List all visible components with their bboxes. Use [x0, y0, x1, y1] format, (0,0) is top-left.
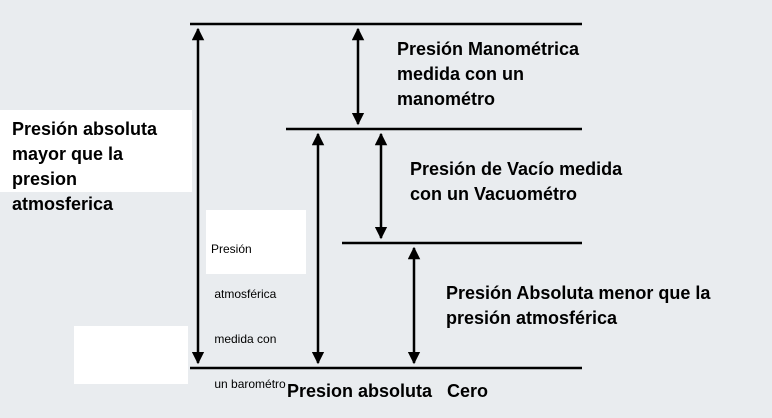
label-atmospheric-pressure-line4: un barométro — [211, 377, 286, 391]
label-gauge-pressure-line1: Presión Manométrica — [397, 39, 580, 59]
label-absolute-above-atm-line2: mayor que la — [12, 144, 124, 164]
label-vacuum-pressure: Presión de Vacío medida con un Vacuométr… — [410, 157, 622, 207]
label-absolute-above-atm-line1: Presión absoluta — [12, 119, 158, 139]
label-absolute-above-atm: Presión absoluta mayor que la presion at… — [12, 117, 157, 217]
bottom-left-white-patch — [74, 326, 188, 384]
label-absolute-below-atm-line1: Presión Absoluta menor que la — [446, 283, 711, 303]
label-atmospheric-pressure-line3: medida con — [211, 332, 277, 346]
label-absolute-below-atm-line2: presión atmosférica — [446, 308, 618, 328]
label-atmospheric-pressure-line1: Presión — [211, 242, 252, 256]
label-absolute-above-atm-line3: presion — [12, 169, 78, 189]
label-absolute-above-atm-line4: atmosferica — [12, 194, 114, 214]
label-absolute-zero: Presion absoluta Cero — [287, 381, 489, 401]
label-atmospheric-pressure-line2: atmosférica — [211, 287, 277, 301]
label-absolute-below-atm: Presión Absoluta menor que la presión at… — [446, 281, 710, 331]
label-vacuum-pressure-line2: con un Vacuométro — [410, 184, 578, 204]
label-vacuum-pressure-line1: Presión de Vacío medida — [410, 159, 623, 179]
label-gauge-pressure-line3: manométro — [397, 89, 496, 109]
center-white-patch — [206, 210, 306, 274]
left-white-patch — [0, 110, 192, 192]
label-atmospheric-pressure: Presión atmosférica medida con un baromé… — [211, 212, 286, 407]
label-gauge-pressure-line2: medida con un — [397, 64, 525, 84]
label-gauge-pressure: Presión Manométrica medida con un manomé… — [397, 37, 579, 112]
